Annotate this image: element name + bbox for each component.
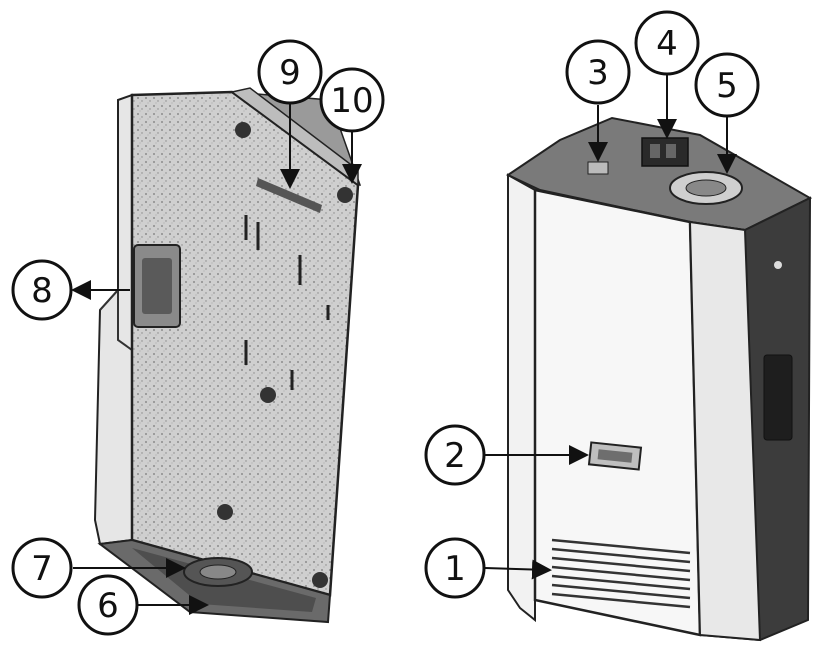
callout-10: 10 <box>319 67 385 133</box>
top-switch <box>587 161 609 175</box>
callout-2: 2 <box>424 424 486 486</box>
rear-view-device <box>93 87 362 624</box>
callout-8: 8 <box>11 259 73 321</box>
callout-4: 4 <box>634 10 700 76</box>
terminal-block <box>641 137 689 167</box>
callout-9: 9 <box>257 39 323 105</box>
callout-7: 7 <box>11 537 73 599</box>
callout-10-label: 10 <box>330 81 373 121</box>
front-view-device <box>505 116 813 642</box>
callout-8-label: 8 <box>31 271 53 311</box>
callout-5-label: 5 <box>716 66 738 106</box>
callout-1-label: 1 <box>444 549 466 589</box>
front-vents <box>551 538 691 609</box>
callout-7-label: 7 <box>31 549 53 589</box>
callout-6: 6 <box>77 574 139 636</box>
callout-5: 5 <box>694 52 760 118</box>
rear-side-panel <box>93 93 133 546</box>
callout-2-label: 2 <box>444 436 466 476</box>
callout-1: 1 <box>424 537 486 599</box>
callout-3: 3 <box>565 39 631 105</box>
callout-9-label: 9 <box>279 53 301 93</box>
callout-6-label: 6 <box>97 586 119 626</box>
callout-4-label: 4 <box>656 24 678 64</box>
callout-3-label: 3 <box>587 53 609 93</box>
wall-mount-slot <box>256 178 322 213</box>
